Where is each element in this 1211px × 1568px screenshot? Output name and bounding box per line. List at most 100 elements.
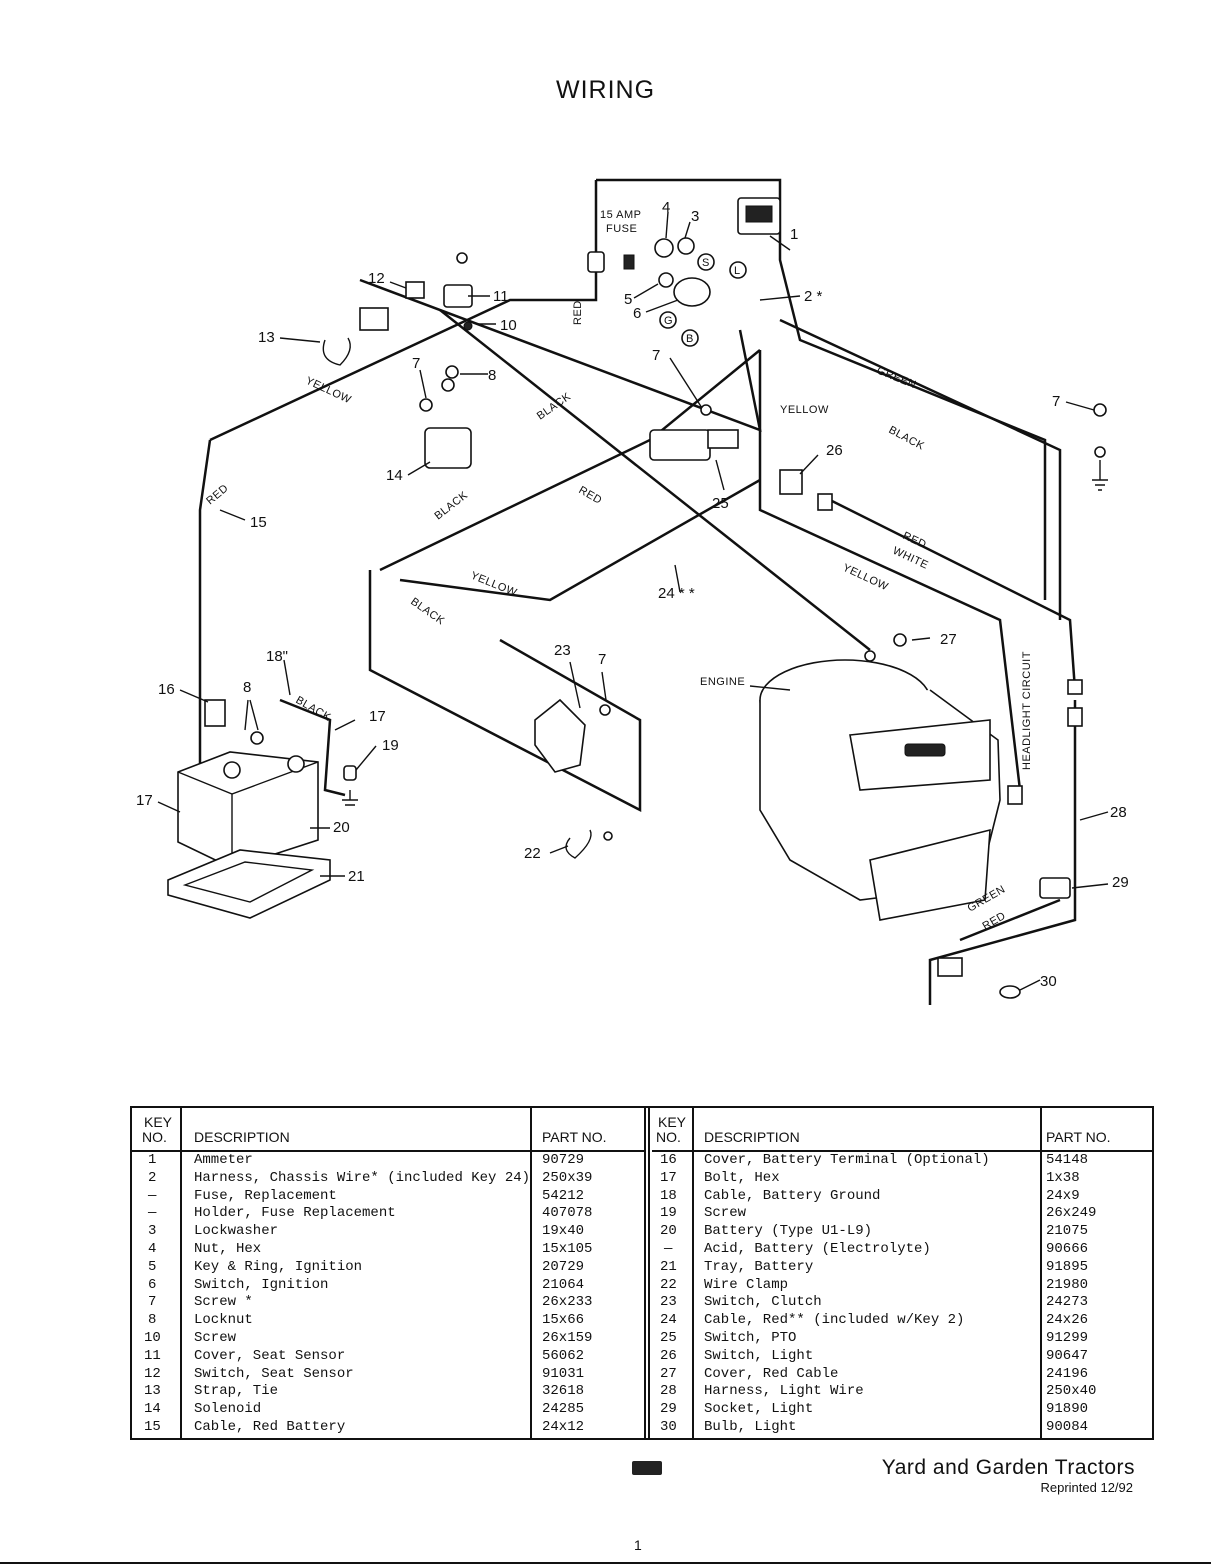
label-red-vertical: RED: [572, 300, 584, 325]
bottom-rule: [0, 1562, 1211, 1564]
label-black-4: BLACK: [408, 596, 447, 628]
label-red-4: RED: [901, 530, 928, 551]
terminal-b: B: [686, 333, 694, 345]
callout-17a: 17: [369, 708, 386, 725]
pto-switch: [649, 404, 739, 461]
footer-reprint-date: Reprinted 12/92: [1040, 1480, 1133, 1495]
ammeter: [737, 197, 781, 235]
callouts: 1 2 * 3 4 5 6 7 7 7 7 8 8 10 11 12 13 14…: [136, 199, 1129, 990]
callout-2: 2 *: [804, 288, 823, 305]
fuse-holder: [587, 251, 635, 273]
callout-22: 22: [524, 845, 541, 862]
header-part-no: PART NO.: [542, 1129, 607, 1145]
header-part-no: PART NO.: [1046, 1129, 1111, 1145]
table-center-divider: [644, 1108, 650, 1438]
wire-clamp: [565, 829, 613, 859]
label-red-3: RED: [577, 484, 604, 507]
callout-4: 4: [662, 199, 670, 216]
callout-10: 10: [500, 317, 517, 334]
wire-black-ground-18: [279, 698, 346, 797]
callout-28: 28: [1110, 804, 1127, 821]
callout-13: 13: [258, 329, 275, 346]
callout-26: 26: [826, 442, 843, 459]
callout-7b: 7: [652, 347, 660, 364]
label-white: WHITE: [891, 545, 930, 572]
fuse-annotation-line2: FUSE: [606, 223, 637, 235]
label-yellow-3: YELLOW: [780, 404, 829, 416]
label-black-1: BLACK: [535, 390, 574, 422]
headlight-circuit-annotation: HEADLIGHT CIRCUIT: [1021, 651, 1033, 770]
wire-red-fuse: [209, 180, 598, 442]
callout-7c: 7: [598, 651, 606, 668]
solenoid: [419, 365, 472, 469]
seat-sensor: [405, 252, 473, 331]
header-description: DESCRIPTION: [194, 1129, 290, 1145]
wiring-diagram: RED YELLOW BLACK GREEN BLACK RED RED BLA…: [136, 178, 1129, 1005]
terminal-g: G: [664, 315, 673, 327]
callout-6: 6: [633, 305, 641, 322]
callout-27: 27: [940, 631, 957, 648]
wire-yellow-headlight: [758, 350, 1022, 791]
wire-green-outer: [596, 178, 1047, 600]
callout-29: 29: [1112, 874, 1129, 891]
callout-18: 18": [266, 648, 288, 665]
wire-clutch-loop: [368, 570, 642, 813]
label-black-2: BLACK: [887, 424, 927, 453]
callout-25: 25: [712, 495, 729, 512]
part-column-divider: [1040, 1108, 1042, 1438]
callout-15: 15: [250, 514, 267, 531]
key-column-divider: [180, 1108, 182, 1438]
callout-24: 24 * *: [658, 585, 695, 602]
terminal-l: L: [734, 265, 741, 277]
callout-11: 11: [493, 288, 509, 305]
header-key-line2: NO.: [142, 1129, 167, 1145]
light-switch: [779, 469, 833, 511]
terminal-s: S: [702, 257, 710, 269]
callout-5: 5: [624, 291, 632, 308]
callout-1: 1: [790, 226, 798, 243]
wire-yellow-mid: [399, 478, 761, 602]
header-key-line1: KEY: [658, 1114, 687, 1130]
label-green-1: GREEN: [875, 365, 918, 392]
callout-8b: 8: [243, 679, 251, 696]
wire-black-outer: [779, 318, 1062, 620]
callout-leaders: [157, 211, 1109, 991]
callout-21: 21: [348, 868, 365, 885]
wire-red-white-light: [829, 498, 1077, 691]
key-column-divider: [692, 1108, 694, 1438]
battery-tray: [167, 849, 331, 919]
callout-30: 30: [1040, 973, 1057, 990]
light-socket: [1007, 679, 1083, 899]
table-header: KEY NO. DESCRIPTION PART NO.: [132, 1108, 646, 1152]
callout-7a: 7: [412, 355, 420, 372]
battery: [177, 699, 319, 869]
page-title: WIRING: [555, 76, 656, 104]
label-yellow-1: YELLOW: [304, 375, 353, 407]
label-red-5: RED: [981, 910, 1008, 933]
ignition-switch: [654, 237, 747, 347]
page-number: 1: [634, 1537, 642, 1553]
callout-7d: 7: [1052, 393, 1060, 410]
callout-3: 3: [691, 208, 699, 225]
harness-wires: [198, 178, 1077, 1005]
label-black-3: BLACK: [432, 489, 470, 522]
light-bulb: [937, 957, 1021, 999]
engine: [759, 659, 1001, 921]
callout-17b: 17: [136, 792, 153, 809]
engine-annotation: ENGINE: [700, 676, 745, 688]
table-header: KEY NO. DESCRIPTION PART NO.: [652, 1108, 1152, 1152]
callout-12: 12: [368, 270, 385, 287]
tie-strap: [322, 307, 389, 366]
clutch-switch: [534, 698, 611, 773]
label-yellow-2: YELLOW: [469, 570, 519, 599]
wire-red-24: [439, 309, 871, 651]
label-red-2: RED: [204, 482, 231, 507]
ground-symbols: [342, 403, 1108, 806]
callout-16: 16: [158, 681, 175, 698]
wire-harness-28: [928, 700, 1077, 1005]
header-key-line2: NO.: [656, 1129, 681, 1145]
footer-brand: Yard and Garden Tractors: [881, 1456, 1135, 1479]
